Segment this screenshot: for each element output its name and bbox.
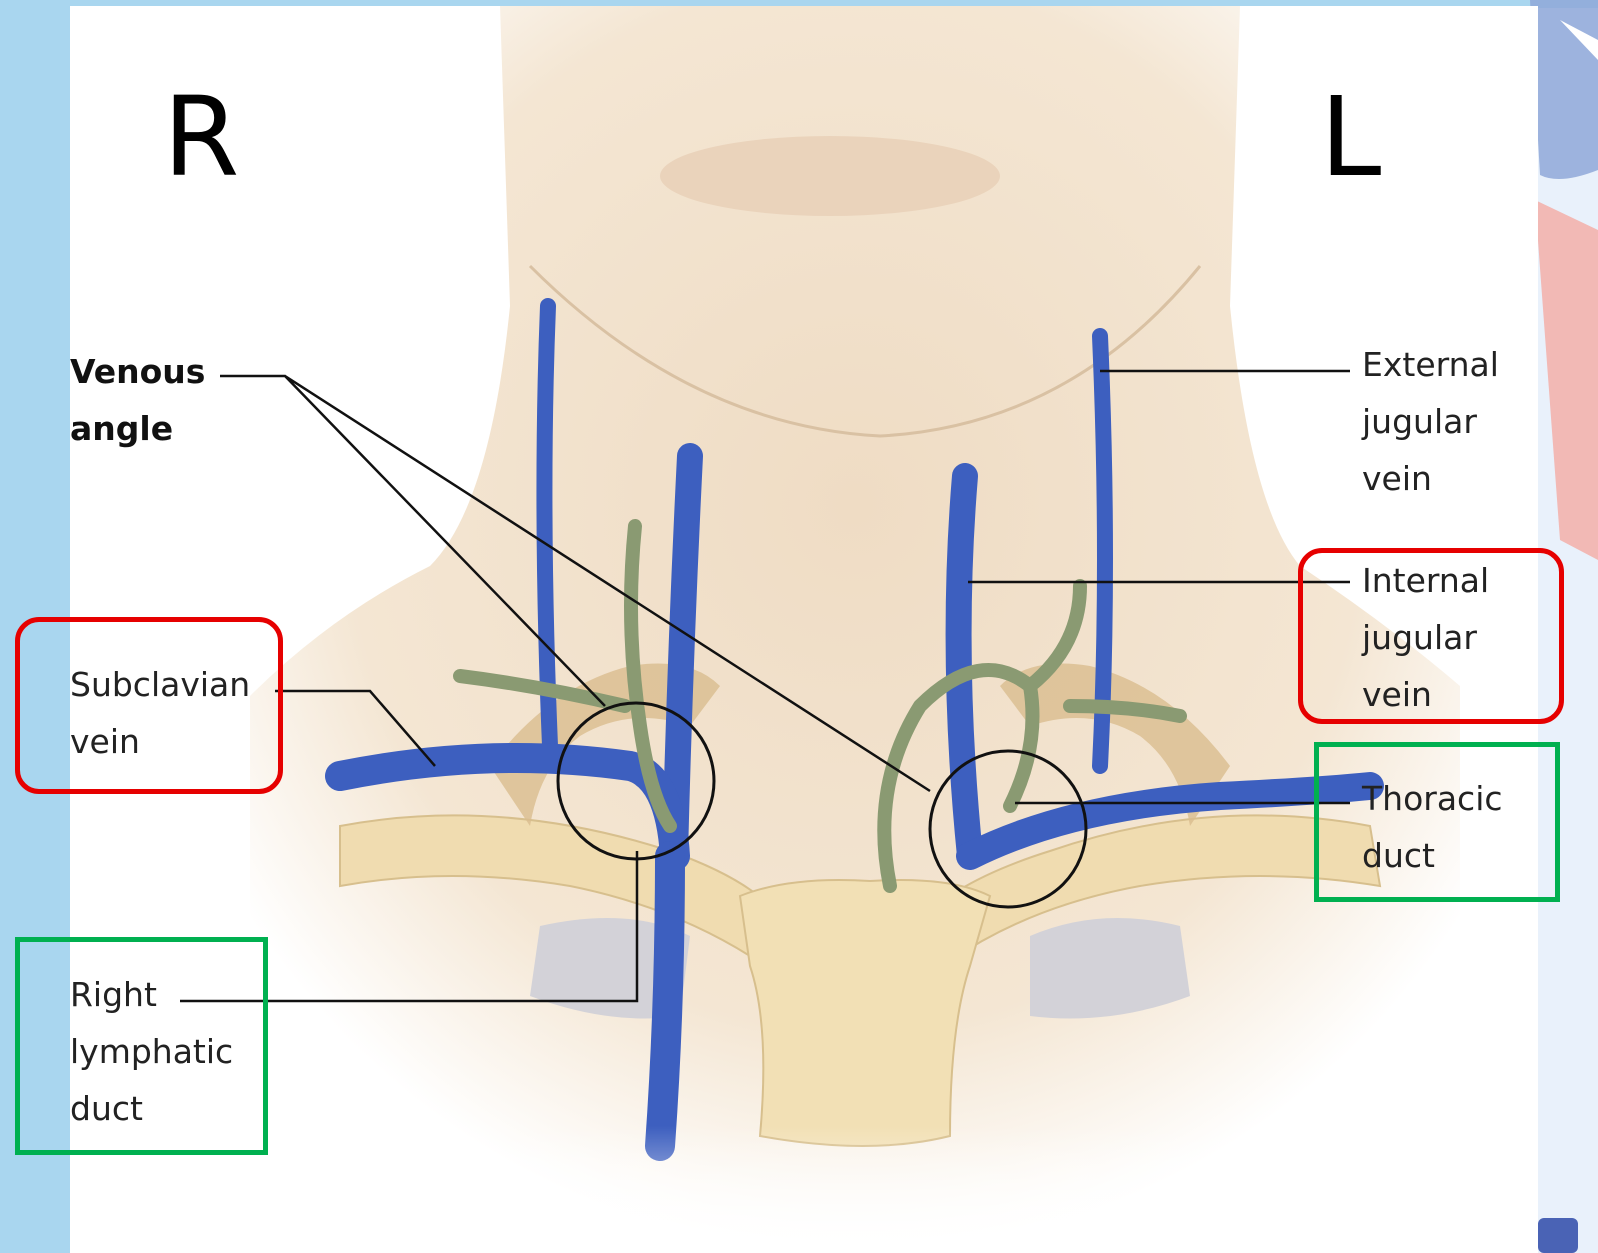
external-jugular-line-1: External <box>1362 336 1499 393</box>
left-side-marker: L <box>1320 82 1381 192</box>
venous-angle-label: Venous angle <box>70 343 205 457</box>
right-lymphatic-duct-highlight-box <box>15 937 268 1155</box>
corner-blue-shape <box>1530 0 1598 179</box>
external-jugular-vein-label: External jugular vein <box>1362 336 1499 507</box>
left-costal-cartilage <box>1030 918 1190 1019</box>
bottom-fade <box>70 1126 1538 1253</box>
internal-jugular-vein-highlight-box <box>1298 548 1564 724</box>
external-jugular-line-2: jugular <box>1362 393 1499 450</box>
right-external-jugular <box>544 306 550 746</box>
left-internal-jugular <box>959 476 970 856</box>
lips <box>660 136 1000 216</box>
bottom-corner-blue <box>1538 1218 1578 1253</box>
right-side-marker: R <box>163 82 239 192</box>
thoracic-duct-highlight-box <box>1314 742 1560 902</box>
venous-angle-line-1: Venous <box>70 343 205 400</box>
subclavian-vein-highlight-box <box>15 617 283 794</box>
venous-angle-line-2: angle <box>70 400 205 457</box>
external-jugular-line-3: vein <box>1362 450 1499 507</box>
brachiocephalic <box>660 856 670 1146</box>
